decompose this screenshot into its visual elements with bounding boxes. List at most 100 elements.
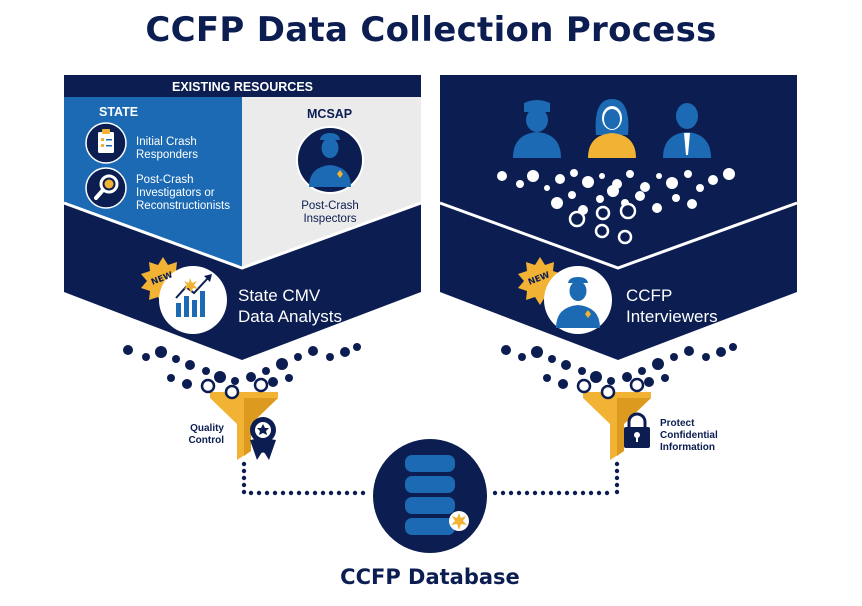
protect-information-label: Protect Confidential Information: [660, 418, 718, 453]
flow-dot: [202, 367, 210, 375]
page-title: CCFP Data Collection Process: [145, 10, 717, 50]
flow-dot: [548, 355, 556, 363]
flow-dot: [248, 490, 254, 496]
flow-dot: [253, 377, 269, 393]
flow-dot: [500, 490, 506, 496]
flow-dot: [638, 367, 646, 375]
woman-icon: [588, 99, 636, 158]
flow-dot: [576, 378, 592, 394]
flow-dot: [656, 173, 662, 179]
flow-dot: [543, 374, 551, 382]
flow-dot: [614, 475, 620, 481]
flow-dot: [326, 353, 334, 361]
flow-dot: [661, 374, 669, 382]
flow-dot: [544, 185, 550, 191]
flow-dot: [155, 346, 167, 358]
award-ribbon-icon: [250, 417, 276, 460]
post-crash-investigators-label: Post-Crash Investigators or Reconstructi…: [136, 174, 230, 212]
flow-dot: [619, 202, 637, 220]
interviewer-officer-icon: [544, 266, 612, 334]
flow-dot: [568, 210, 586, 228]
flow-dot: [600, 384, 616, 400]
flow-dot: [256, 490, 262, 496]
state-cmv-analysts-label: State CMV Data Analysts: [238, 286, 342, 326]
flow-dot: [524, 490, 530, 496]
state-label: STATE: [99, 105, 139, 119]
flow-dot: [336, 490, 342, 496]
flow-dot: [241, 489, 247, 495]
flow-dot: [308, 346, 318, 356]
flow-dot: [596, 490, 602, 496]
existing-resources-header: EXISTING RESOURCES: [172, 80, 313, 94]
flow-dot: [224, 384, 240, 400]
flow-dot: [555, 174, 565, 184]
flow-dot: [294, 353, 302, 361]
flow-dot: [241, 461, 247, 467]
flow-dot: [652, 358, 664, 370]
flow-dot: [527, 170, 539, 182]
database-icon: [373, 439, 487, 553]
flow-dot: [561, 360, 571, 370]
flow-dot: [572, 490, 578, 496]
flow-dot: [360, 490, 366, 496]
flow-dot: [640, 182, 650, 192]
flow-dot: [288, 490, 294, 496]
flow-dot: [622, 372, 632, 382]
flow-dot: [629, 377, 645, 393]
flow-dot: [644, 377, 654, 387]
database-label: CCFP Database: [340, 565, 520, 589]
flow-dot: [716, 347, 726, 357]
flow-dot: [684, 170, 692, 178]
flow-dot: [723, 168, 735, 180]
flow-dot: [626, 170, 634, 178]
flow-dot: [687, 199, 697, 209]
post-crash-inspectors-label: Post-Crash Inspectors: [301, 200, 359, 225]
left-funnel: [210, 392, 278, 460]
flow-dot: [558, 379, 568, 389]
flow-dot: [604, 490, 610, 496]
flow-dot: [607, 185, 619, 197]
flow-dot: [264, 490, 270, 496]
flow-dot: [702, 353, 710, 361]
flow-dot: [516, 490, 522, 496]
flow-dot: [540, 490, 546, 496]
flow-dot: [272, 490, 278, 496]
flow-dots: [123, 168, 737, 496]
flow-dot: [142, 353, 150, 361]
flow-dot: [123, 345, 133, 355]
flow-dot: [340, 347, 350, 357]
initial-crash-responders-label: Initial Crash Responders: [136, 136, 199, 161]
driver-icon: [513, 100, 561, 158]
flow-dot: [588, 490, 594, 496]
flow-dot: [304, 490, 310, 496]
flow-dot: [200, 378, 216, 394]
flow-dot: [696, 184, 704, 192]
quality-control-label: Quality Control: [188, 423, 224, 446]
flow-dot: [708, 175, 718, 185]
left-chevron-line: [63, 201, 422, 270]
flow-dot: [320, 490, 326, 496]
flow-dot: [268, 377, 278, 387]
flow-dot: [246, 372, 256, 382]
flow-dot: [492, 490, 498, 496]
flow-dot: [684, 346, 694, 356]
ccfp-interviewers-label: CCFP Interviewers: [626, 286, 718, 326]
flow-dot: [594, 223, 610, 239]
flow-dot: [508, 490, 514, 496]
flow-dot: [548, 490, 554, 496]
flow-dot: [276, 358, 288, 370]
flow-dot: [652, 203, 662, 213]
flow-dot: [241, 482, 247, 488]
flow-dot: [231, 377, 239, 385]
flow-dot: [262, 367, 270, 375]
flow-dot: [182, 379, 192, 389]
clipboard-icon: [85, 122, 127, 164]
flow-dot: [568, 191, 576, 199]
padlock-icon: [624, 412, 650, 448]
flow-dot: [614, 489, 620, 495]
flow-dot: [167, 374, 175, 382]
flow-dot: [328, 490, 334, 496]
flow-dot: [551, 197, 563, 209]
